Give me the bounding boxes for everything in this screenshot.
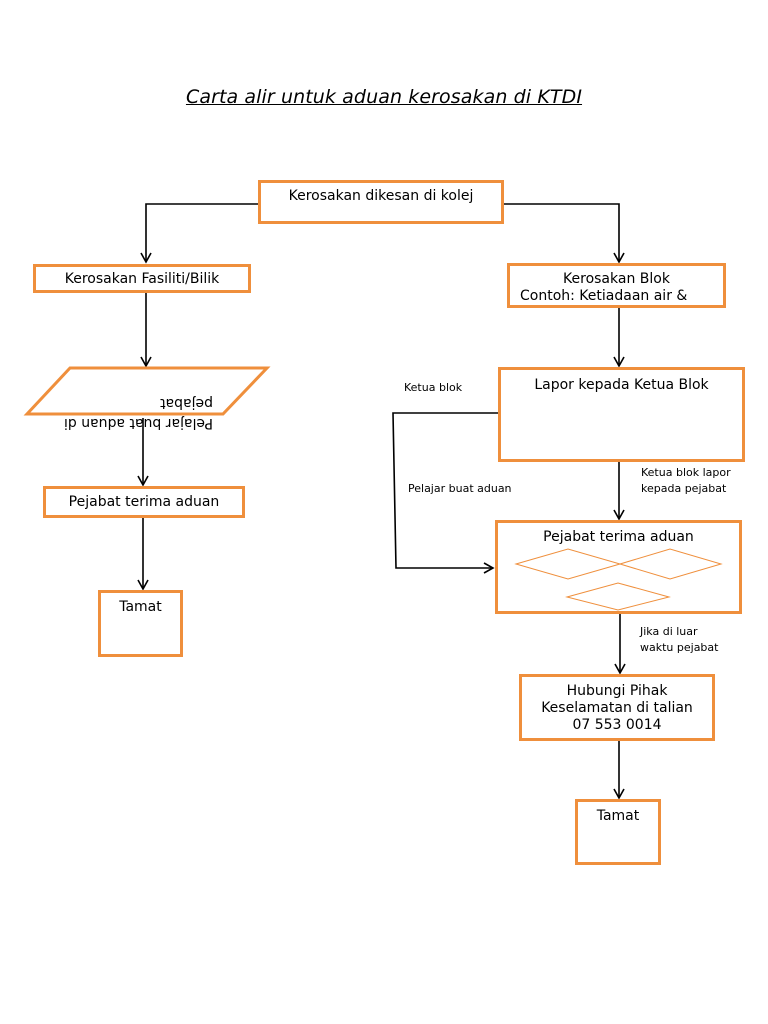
facility-damage-node: Kerosakan Fasiliti/Bilik	[33, 264, 251, 293]
edge-label-ketua-blok-text: Ketua blok	[404, 381, 463, 394]
left-office-label: Pejabat terima aduan	[68, 494, 220, 510]
security-node: Hubungi Pihak Keselamatan di talian 07 5…	[519, 674, 715, 741]
decision-diamond-right	[618, 548, 723, 580]
student-complaint-line2: pejabat	[160, 395, 213, 411]
start-node: Kerosakan dikesan di kolej	[258, 180, 504, 224]
edge-label-ketua-blok: Ketua blok	[404, 380, 462, 399]
edge-label-pelajar-buat-aduan: Pelajar buat aduan	[408, 481, 512, 497]
start-node-label: Kerosakan dikesan di kolej	[288, 188, 474, 204]
block-damage-line1: Kerosakan Blok	[563, 271, 670, 287]
right-office-node: Pejabat terima aduan	[495, 520, 742, 614]
decision-diamond-bottom	[565, 582, 671, 611]
student-complaint-line1: Pelajar buat aduan di	[64, 415, 213, 431]
facility-damage-label: Kerosakan Fasiliti/Bilik	[64, 271, 220, 287]
left-end-label: Tamat	[119, 599, 162, 615]
edge-label-luar-waktu-line2: waktu pejabat	[640, 641, 719, 654]
block-damage-line2: Contoh: Ketiadaan air &	[520, 288, 688, 304]
security-line1: Hubungi Pihak	[566, 683, 668, 699]
arrow-report-loop-to-office	[392, 412, 498, 574]
edge-label-pelajar-text: Pelajar buat aduan	[408, 482, 512, 495]
right-end-label: Tamat	[596, 808, 640, 824]
block-damage-node: Kerosakan Blok Contoh: Ketiadaan air &	[507, 263, 726, 308]
diagram-title: Carta alir untuk aduan kerosakan di KTDI	[185, 86, 583, 108]
report-block-head-node: Lapor kepada Ketua Blok	[498, 367, 745, 462]
security-line2: Keselamatan di talian	[541, 700, 693, 716]
student-complaint-text: Pelajar buat aduan di pejabat	[64, 393, 213, 433]
right-end-node: Tamat	[575, 799, 661, 865]
security-line3: 07 553 0014	[572, 717, 662, 733]
left-end-node: Tamat	[98, 590, 183, 657]
student-complaint-shape	[23, 366, 271, 416]
left-office-node: Pejabat terima aduan	[43, 486, 245, 518]
edge-label-luar-waktu-line1: Jika di luar	[640, 625, 698, 638]
report-block-head-label: Lapor kepada Ketua Blok	[534, 377, 709, 393]
arrow-start-to-block	[503, 203, 625, 264]
right-office-label: Pejabat terima aduan	[543, 529, 694, 545]
arrow-start-to-facility	[140, 203, 258, 264]
edge-label-ketua-lapor-line1: Ketua blok lapor	[641, 466, 731, 479]
edge-label-luar-waktu: Jika di luar waktu pejabat	[640, 624, 718, 656]
edge-label-ketua-lapor: Ketua blok lapor kepada pejabat	[641, 465, 731, 497]
edge-label-ketua-lapor-line2: kepada pejabat	[641, 482, 727, 495]
